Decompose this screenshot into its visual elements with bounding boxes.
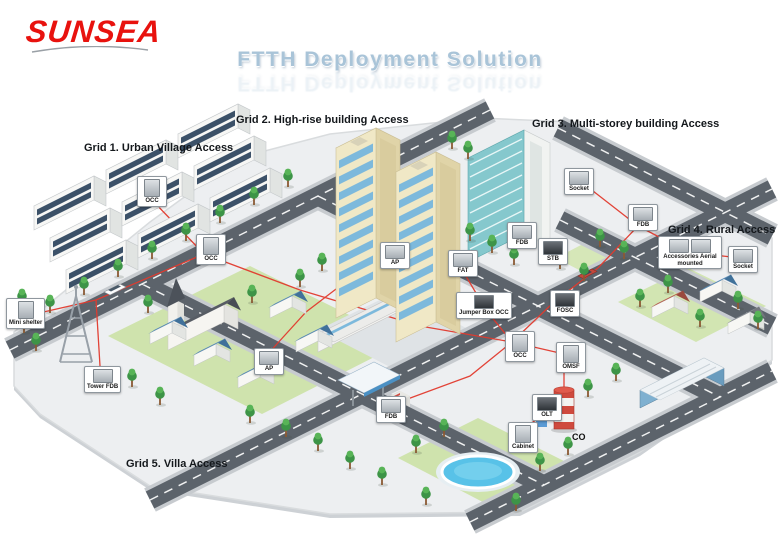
- grid-4-label: Grid 4. Rural Access: [668, 224, 776, 236]
- poster-title-reflection: FTTH Deployment Solution: [237, 72, 543, 95]
- callout-label: OCC: [513, 353, 527, 359]
- callout-olt: OLT: [532, 394, 562, 421]
- callout-label: FOSC: [556, 308, 574, 314]
- callout-accessories-aerial: Accessories Aerial mounted: [658, 236, 722, 270]
- device-photo: [473, 295, 494, 309]
- callout-occ-central: OCC: [505, 331, 535, 362]
- callout-occ-village-top: OCC: [137, 176, 167, 207]
- grid-1-label: Grid 1. Urban Village Access: [84, 142, 234, 154]
- callout-tower-fdb: Tower FDB: [84, 366, 122, 393]
- device-photo: [144, 179, 160, 197]
- stadium: [639, 357, 725, 409]
- callout-label: Socket: [733, 264, 753, 270]
- device-photo: [381, 399, 401, 413]
- callout-label: OLT: [541, 412, 553, 418]
- grid-5-label: Grid 5. Villa Access: [126, 458, 228, 470]
- callout-fosc: FOSC: [550, 290, 580, 317]
- co-chimney: [551, 386, 577, 433]
- callout-label: FDB: [384, 414, 398, 420]
- logo-text: SUNSEA: [24, 14, 164, 49]
- callout-label: Tower FDB: [87, 384, 119, 390]
- callout-fat: FAT: [448, 250, 478, 277]
- device-photo: [512, 334, 528, 352]
- device-photo: [555, 293, 575, 307]
- sunsea-logo: SUNSEA: [24, 14, 163, 50]
- device-photo: [563, 345, 579, 363]
- device-photo: [17, 301, 34, 319]
- callout-label: FAT: [457, 268, 469, 274]
- co-label: CO: [572, 432, 586, 442]
- device-photo: [203, 237, 219, 255]
- device-photo: [669, 239, 689, 253]
- callout-cabinet: Cabinet: [508, 422, 538, 453]
- highrise-towers: [317, 127, 461, 353]
- callout-label: OCC: [204, 256, 218, 262]
- callout-label: FDB: [636, 222, 650, 228]
- swimming-pool: [436, 452, 520, 492]
- callout-ap-villa: AP: [254, 348, 284, 375]
- callout-label: OCC: [145, 198, 159, 204]
- device-photo: [537, 397, 557, 411]
- device-photos: [669, 239, 711, 253]
- callout-label: AP: [264, 366, 274, 372]
- logo-swoosh-icon: [31, 46, 149, 53]
- observation-tower: [59, 285, 93, 363]
- device-photo: [453, 253, 473, 267]
- callout-mini-shelter: Mini shelter: [6, 298, 46, 329]
- gas-station: [337, 361, 410, 413]
- callout-label: AP: [390, 260, 400, 266]
- callout-label: Cabinet: [511, 444, 534, 450]
- callout-ap-highrise: AP: [380, 242, 410, 269]
- callout-socket-multistorey: Socket: [564, 168, 594, 195]
- callout-socket-rural: Socket: [728, 246, 758, 273]
- road-network: [4, 98, 778, 534]
- grid-2-label: Grid 2. High-rise building Access: [236, 114, 409, 126]
- device-photo: [92, 369, 113, 383]
- grid-3-label: Grid 3. Multi-storey building Access: [532, 118, 720, 130]
- device-photo: [512, 225, 532, 239]
- callout-fdb-multistorey: FDB: [507, 222, 537, 249]
- device-photo: [569, 171, 589, 185]
- device-photo: [633, 207, 653, 221]
- callout-label: Mini shelter: [9, 320, 43, 326]
- device-photo: [259, 351, 279, 365]
- callout-stb: STB: [538, 238, 568, 265]
- device-photo: [515, 425, 531, 443]
- device-photo: [691, 239, 711, 253]
- callout-fdb-bottom: FDB: [376, 396, 406, 423]
- callout-omsf: OMSF: [556, 342, 586, 373]
- device-photo: [733, 249, 753, 263]
- callout-label: Jumper Box OCC: [459, 310, 509, 316]
- device-photo: [385, 245, 405, 259]
- callout-label: FDB: [515, 240, 529, 246]
- callout-jumper-box-occ: Jumper Box OCC: [456, 292, 512, 319]
- device-photo: [543, 241, 563, 255]
- callout-fdb-rural: FDB: [628, 204, 658, 231]
- callout-occ-village: OCC: [196, 234, 226, 265]
- callout-label: Socket: [569, 186, 589, 192]
- poster-title: FTTH Deployment Solution: [237, 48, 543, 71]
- callout-label: STB: [547, 256, 559, 262]
- callout-label: Accessories Aerial mounted: [663, 254, 717, 267]
- callout-label: OMSF: [562, 364, 580, 370]
